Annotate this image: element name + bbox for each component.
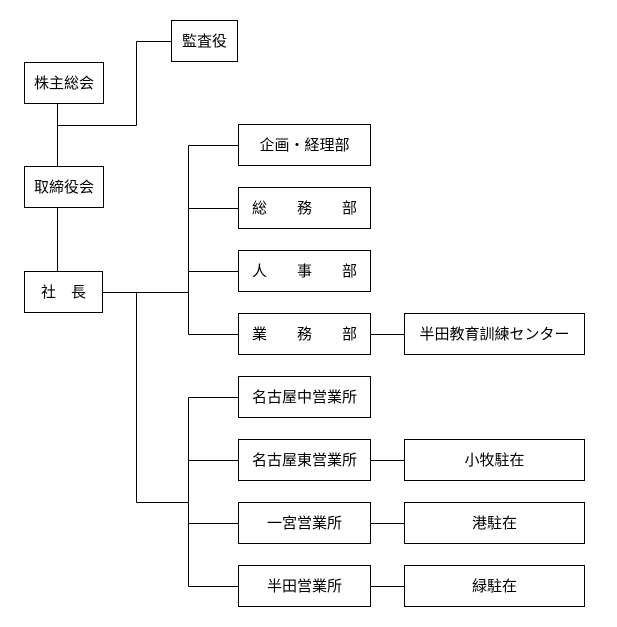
box-shareholders-label: 株主総会 xyxy=(34,74,94,92)
box-nagoya-central: 名古屋中営業所 xyxy=(238,376,371,418)
box-auditor: 監査役 xyxy=(171,20,238,62)
box-nagoya-central-label: 名古屋中営業所 xyxy=(252,388,357,406)
box-planning-label: 企画・経理部 xyxy=(259,136,349,154)
box-komaki-label: 小牧駐在 xyxy=(464,451,524,469)
box-midori-label: 緑駐在 xyxy=(472,577,517,595)
box-president: 社 長 xyxy=(24,271,103,313)
box-komaki: 小牧駐在 xyxy=(404,439,585,481)
box-general-affairs-label: 総 務 部 xyxy=(252,199,357,217)
box-board: 取締役会 xyxy=(24,166,104,208)
box-handa-label: 半田営業所 xyxy=(267,577,342,595)
box-planning: 企画・経理部 xyxy=(238,124,371,166)
box-minato: 港駐在 xyxy=(404,502,585,544)
box-training-center-label: 半田教育訓練センター xyxy=(419,325,569,343)
box-training-center: 半田教育訓練センター xyxy=(404,313,585,355)
connectors xyxy=(57,41,404,587)
box-ichinomiya-label: 一宮営業所 xyxy=(267,514,342,532)
box-president-label: 社 長 xyxy=(41,283,86,301)
box-hr: 人 事 部 xyxy=(238,250,371,292)
box-ichinomiya: 一宮営業所 xyxy=(238,502,371,544)
box-shareholders: 株主総会 xyxy=(24,62,104,104)
box-handa: 半田営業所 xyxy=(238,565,371,607)
box-business-label: 業 務 部 xyxy=(252,325,357,343)
box-nagoya-east: 名古屋東営業所 xyxy=(238,439,371,481)
box-hr-label: 人 事 部 xyxy=(252,262,357,280)
box-business: 業 務 部 xyxy=(238,313,371,355)
box-general-affairs: 総 務 部 xyxy=(238,187,371,229)
box-minato-label: 港駐在 xyxy=(472,514,517,532)
box-nagoya-east-label: 名古屋東営業所 xyxy=(252,451,357,469)
box-midori: 緑駐在 xyxy=(404,565,585,607)
box-auditor-label: 監査役 xyxy=(182,32,227,50)
box-board-label: 取締役会 xyxy=(34,178,94,196)
